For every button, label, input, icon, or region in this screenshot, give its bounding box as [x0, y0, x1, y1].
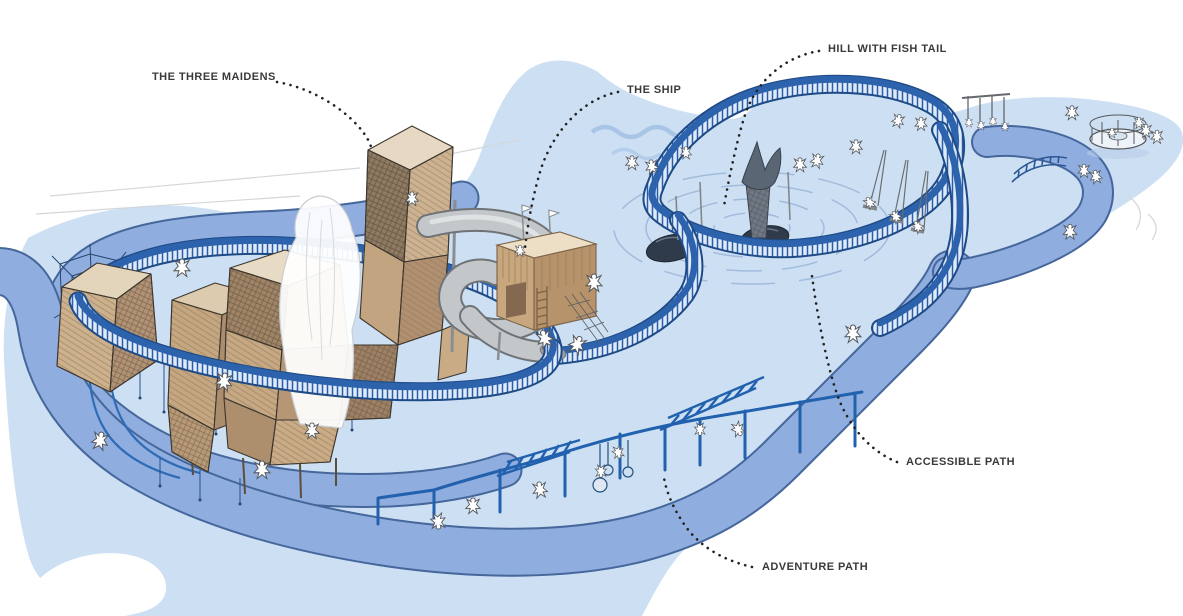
monkey-ladder-1 — [496, 438, 581, 478]
leader-three-maidens — [275, 80, 374, 152]
fish-tail-sculpture — [741, 140, 782, 239]
right-loop — [934, 126, 1112, 288]
label-adventure-path: ADVENTURE PATH — [762, 561, 869, 573]
ship-climb-net — [564, 291, 609, 345]
leader-accessible-path — [810, 274, 899, 464]
ground-path-loops — [0, 124, 1114, 577]
white-cove — [18, 553, 167, 616]
hanging-bars — [961, 93, 1011, 125]
ship-structure — [494, 204, 609, 345]
footbridge — [1011, 155, 1068, 183]
outer-loop — [0, 249, 975, 575]
maiden-silhouette — [279, 195, 361, 429]
leader-lines — [275, 49, 899, 569]
monkey-ladder-2 — [659, 375, 765, 432]
leader-the-ship — [523, 90, 620, 250]
label-hill-with-fish-tail: HILL WITH FISH TAIL — [828, 43, 947, 55]
three-maidens-structure — [56, 125, 471, 499]
ship-planks — [502, 246, 591, 292]
tower-loop-front-ribbon — [68, 291, 563, 402]
ramp-ribbon — [871, 121, 969, 337]
monkey-bars — [376, 375, 864, 526]
label-the-three-maidens: THE THREE MAIDENS — [152, 71, 276, 83]
label-the-ship: THE SHIP — [627, 84, 682, 96]
leader-adventure-path — [662, 476, 754, 569]
label-accessible-path: ACCESSIBLE PATH — [906, 456, 1016, 468]
ship-ladder — [536, 286, 548, 330]
